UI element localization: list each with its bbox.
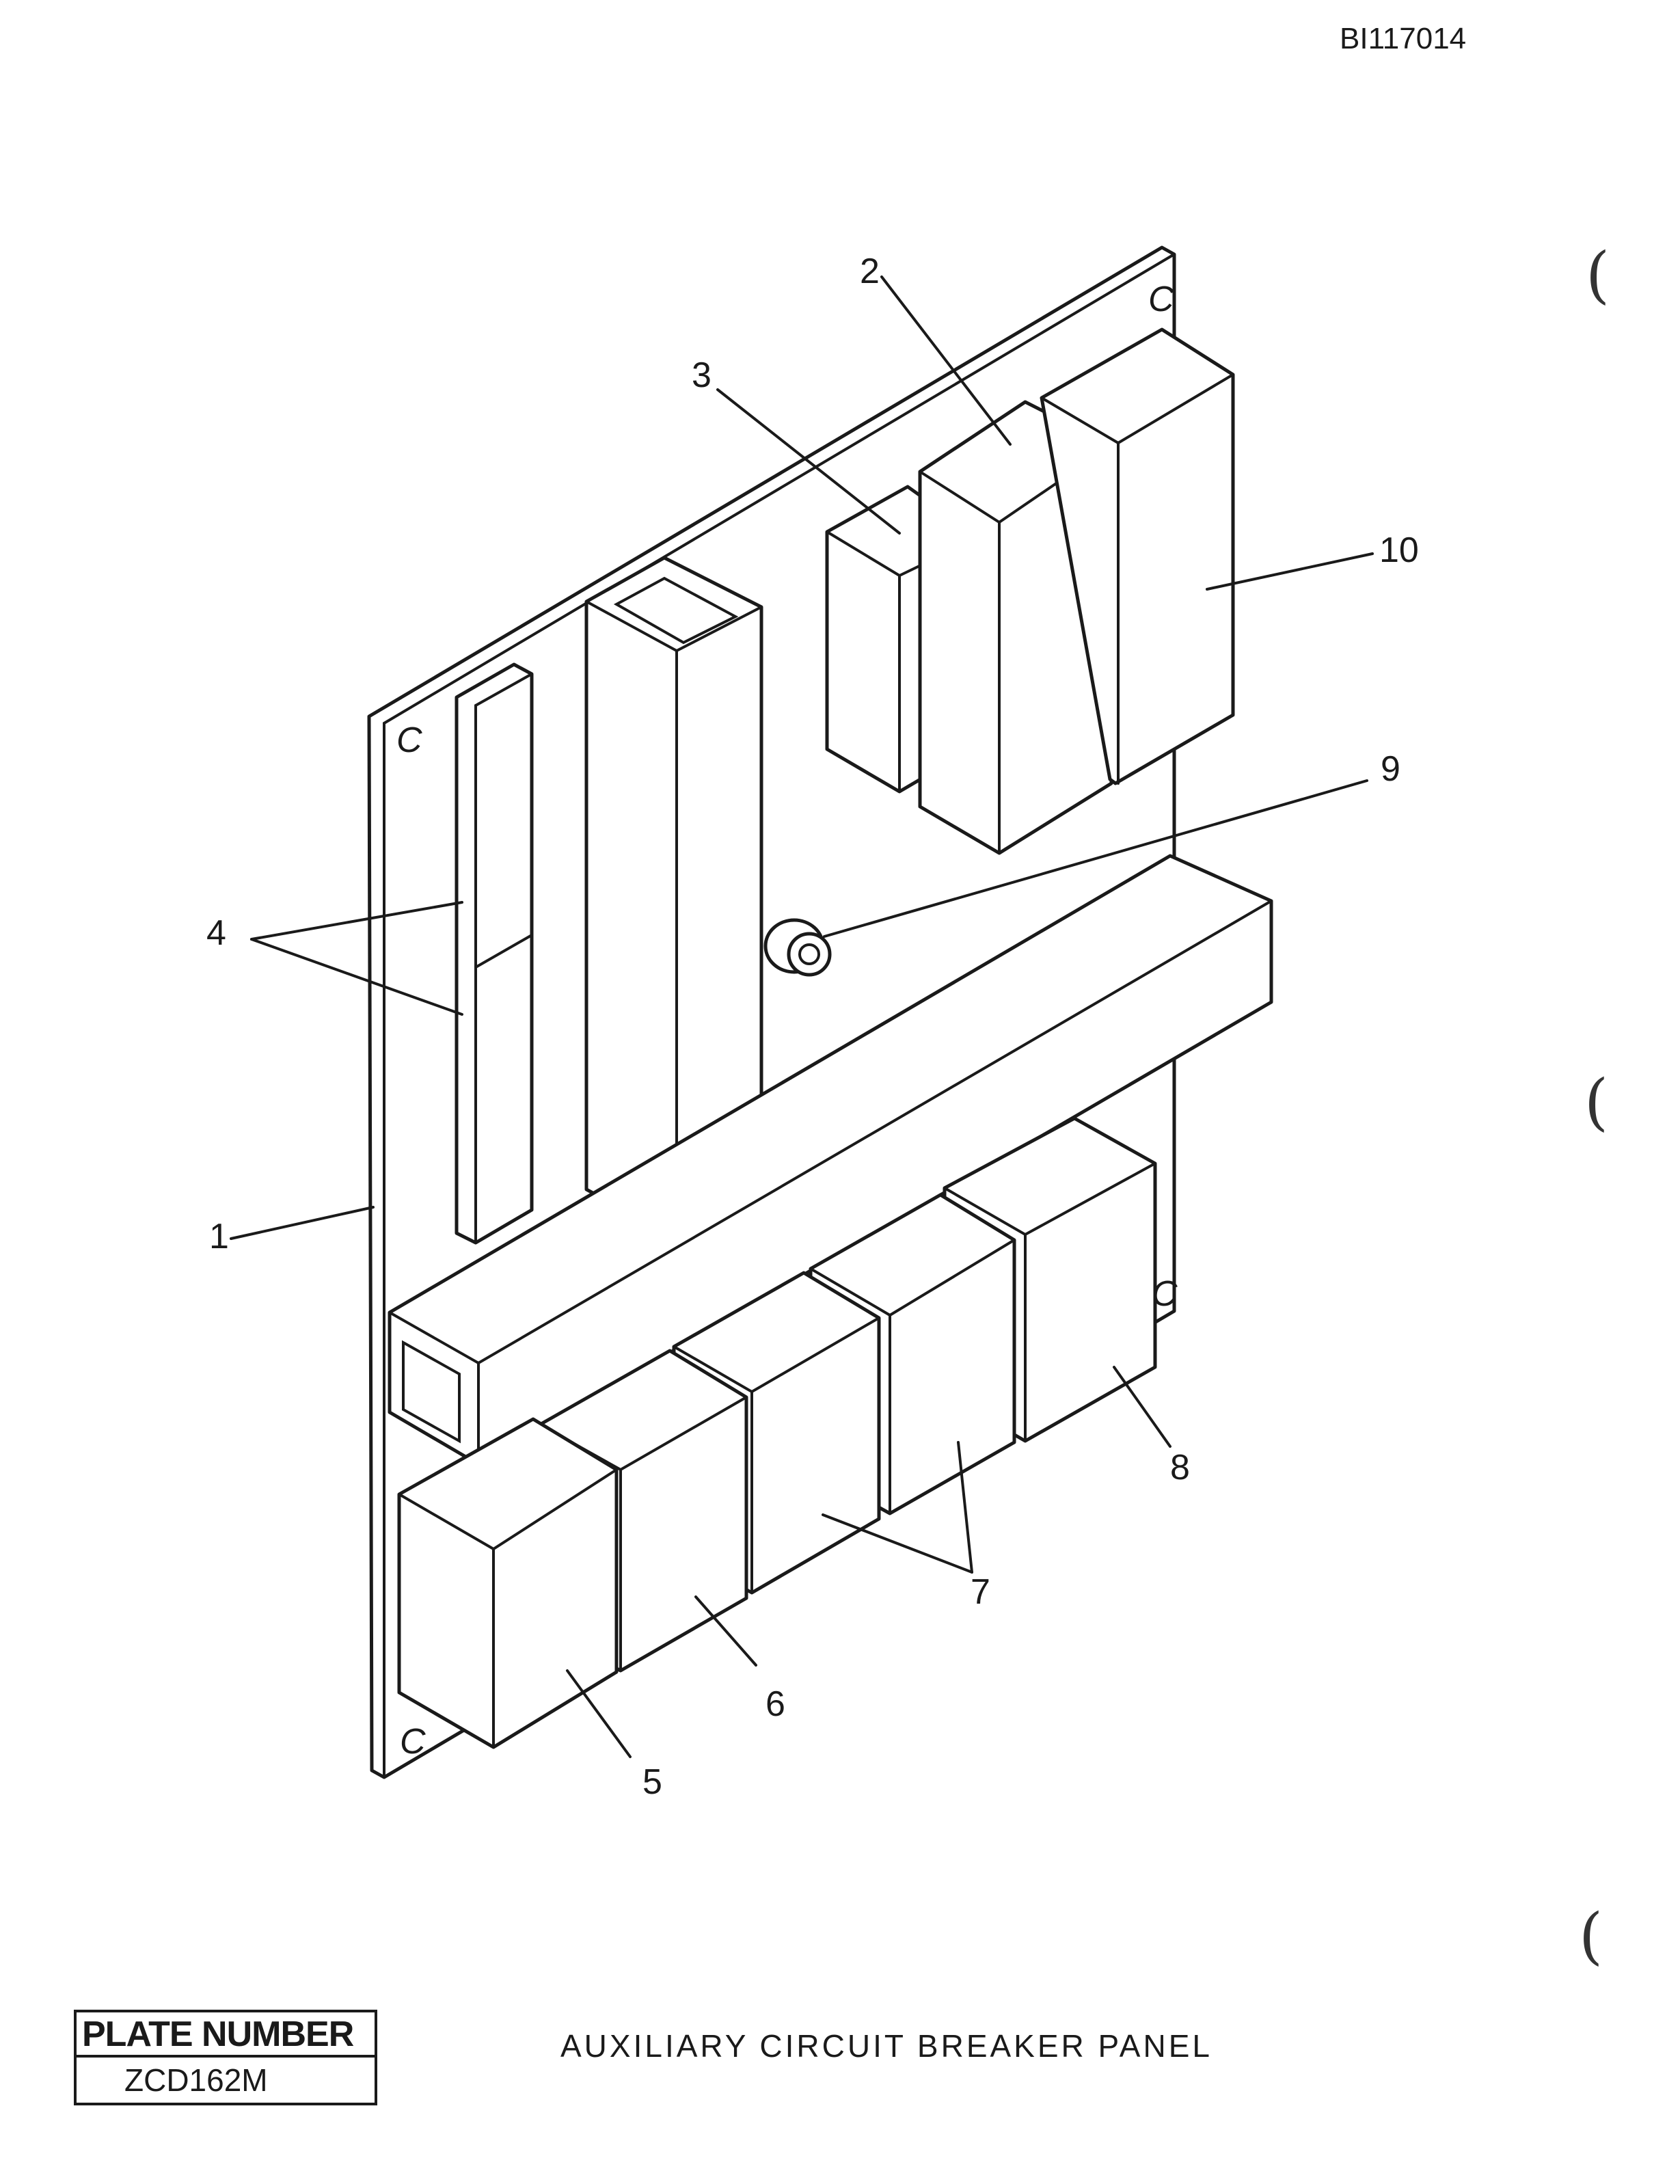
leader-lines: [230, 275, 1374, 1758]
item-5-breaker: [397, 1417, 619, 1749]
horizontal-channel: [388, 854, 1273, 1466]
item-4-slim-breakers: [455, 662, 534, 1245]
callout-7: 7: [971, 1572, 990, 1612]
callout-1: 1: [209, 1217, 229, 1256]
callout-2: 2: [860, 252, 880, 291]
plate-number-box: PLATE NUMBER ZCD162M: [74, 2010, 377, 2105]
plate-number-value: ZCD162M: [124, 2062, 268, 2098]
hole-mark-ml: C: [396, 720, 422, 760]
callout-3: 3: [692, 355, 712, 395]
item-9-grommet: [763, 918, 832, 977]
plate-number-label: PLATE NUMBER: [77, 2012, 375, 2058]
callout-8: 8: [1170, 1448, 1190, 1487]
hole-mark-bl: C: [400, 1722, 426, 1762]
callout-5: 5: [642, 1762, 662, 1802]
callout-6: 6: [766, 1684, 785, 1724]
margin-mark-middle: (: [1584, 1066, 1609, 1138]
drawing-title: AUXILIARY CIRCUIT BREAKER PANEL: [560, 2028, 1212, 2064]
margin-mark-top: (: [1586, 239, 1610, 311]
callout-10: 10: [1379, 530, 1419, 570]
hole-mark-tr: C: [1148, 280, 1174, 319]
callout-9: 9: [1381, 749, 1400, 789]
item-10-breaker: [1040, 327, 1235, 785]
document-id: BI117014: [1340, 22, 1467, 55]
callout-4: 4: [206, 913, 226, 953]
margin-mark-bottom: (: [1579, 1900, 1603, 1972]
